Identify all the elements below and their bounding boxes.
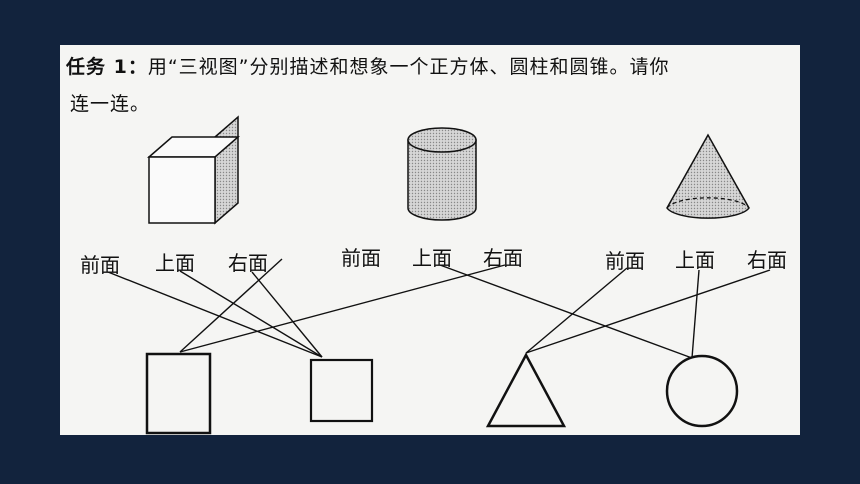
task-instruction: 用“三视图”分别描述和想象一个正方体、圆柱和圆锥。请你 bbox=[147, 56, 670, 78]
cylinder-label-front: 前面 bbox=[341, 246, 381, 270]
cone-label-top: 上面 bbox=[675, 248, 715, 272]
view-square bbox=[309, 358, 374, 423]
view-circle bbox=[665, 354, 739, 428]
task-text-line1: 任务 1：用“三视图”分别描述和想象一个正方体、圆柱和圆锥。请你 bbox=[66, 52, 670, 79]
cone-label-right: 右面 bbox=[747, 248, 787, 272]
task-text-line2: 连一连。 bbox=[70, 93, 151, 115]
cube-figure bbox=[146, 115, 241, 225]
view-rectangle bbox=[145, 352, 212, 435]
cylinder-label-right: 右面 bbox=[483, 246, 523, 270]
worksheet: 任务 1：用“三视图”分别描述和想象一个正方体、圆柱和圆锥。请你 连一连。 bbox=[60, 45, 800, 435]
task-heading: 任务 1： bbox=[66, 56, 148, 78]
view-triangle bbox=[485, 352, 567, 428]
cylinder-label-top: 上面 bbox=[412, 246, 452, 270]
connector-lines bbox=[107, 258, 771, 359]
matching-diagram bbox=[107, 115, 771, 435]
cylinder-figure bbox=[407, 127, 477, 221]
cube-label-right: 右面 bbox=[228, 251, 268, 275]
cube-label-front: 前面 bbox=[80, 253, 120, 277]
cone-label-front: 前面 bbox=[605, 249, 645, 273]
cone-figure bbox=[666, 133, 750, 219]
cube-label-top: 上面 bbox=[155, 251, 195, 275]
